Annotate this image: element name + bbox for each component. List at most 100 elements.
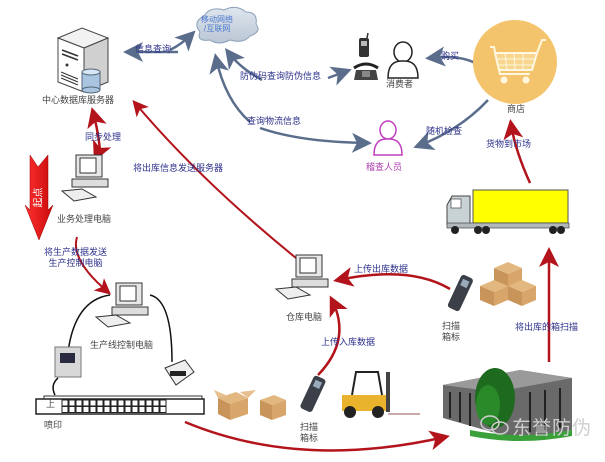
forklift-icon [342,371,420,418]
conveyor-cell [82,399,90,407]
inspector-label: 稽查人员 [366,163,403,173]
mobile-phone-icon [359,32,369,57]
inspector-icon [373,120,403,156]
consumer-icon [387,41,419,79]
business-pc-label: 业务处理电脑 [57,215,112,225]
conveyor-cell [89,406,97,413]
business-pc-icon [60,154,109,202]
mobile-network-label: 移动网络 /互联网 [201,15,233,33]
consumer-label: 消费者 [386,80,414,90]
arrow-info-query-to-cloud [169,30,196,52]
conveyor-cell [124,406,132,413]
conveyor-cell [159,399,167,407]
arrow-send-outbound-info [132,99,297,259]
conveyor-cell [145,406,153,413]
arrow-sync [87,107,107,151]
conveyor-cell [103,406,111,413]
conveyor-cell [152,399,160,407]
conveyor-mark: 上 [46,400,56,410]
anti-fake-query-label: 防伪码查询防伪信息 [240,72,322,82]
conveyor-cell [124,399,132,407]
send-production-data-line-2: 生产控制电脑 [48,259,103,269]
scan-label-outbound-line-1: 扫描 [442,322,461,332]
conveyor-cell [131,399,139,407]
store-icon [473,20,557,104]
arrow-anti-fake-to-phone [327,66,352,86]
conveyor-cell [96,406,104,413]
arrow-goods-to-market [503,119,532,184]
cable-left [67,294,111,353]
conveyor-cell [152,406,160,413]
scan-label-outbound-line-2: 箱标 [442,333,461,343]
conveyor-cell [61,399,69,407]
warehouse-building-icon [443,368,572,441]
arrow-conveyor-to-warehouse [184,420,450,452]
conveyor-cell [131,406,139,413]
mobile-network-line-2: /互联网 [203,24,231,33]
conveyor-cell [96,399,104,407]
inkjet-label: 喷印 [44,421,63,431]
cable-inkjet [52,377,59,396]
conveyor-cell [159,406,167,413]
open-box-icon [214,390,256,420]
production-pc-icon [94,282,149,328]
conveyor-cell [68,406,76,413]
purchase-label: 购买 [441,52,460,62]
start-label: 起点 [33,187,45,208]
conveyor-cell [117,399,125,407]
scan-outbound-box-label: 将出库的箱扫描 [515,323,579,333]
truck-icon [446,189,570,234]
send-outbound-info-label: 将出库信息发送服务器 [133,164,224,174]
blue-arrows [123,30,489,153]
arrow-send-production-data [75,236,112,295]
conveyor-cell [117,406,125,413]
arrow-upload-inbound [317,295,348,376]
scanner-icon-inbound [300,375,326,412]
arrow-random-check [413,99,489,151]
send-production-data-line-1: 将生产数据发送 [44,248,108,258]
conveyor-belt-icon [35,395,205,415]
label-printer-icon [164,359,195,386]
conveyor-cell [82,406,90,413]
scan-label-outbound: 扫描 箱标 [442,322,460,344]
cloud-icon [196,6,259,44]
cable-right [149,294,173,363]
red-arrows [75,99,559,452]
scan-label-inbound-line-1: 扫描 [300,423,319,433]
arrow-purchase [425,46,476,67]
database-icon [81,68,101,94]
scan-label-inbound-line-2: 箱标 [300,434,319,444]
box-stack-icon [480,262,536,306]
info-query-label: 信息查询 [135,45,172,55]
conveyor-cell [61,406,69,413]
upload-inbound-label: 上传入库数据 [321,338,376,348]
arrow-upload-outbound [333,267,451,291]
conveyor-cell [145,399,153,407]
random-check-label: 随机检查 [426,127,463,137]
conveyor-cell [75,406,83,413]
conveyor-cell [110,406,118,413]
server-icon [56,27,110,93]
watermark-text: 东誉防伪 [512,417,593,439]
start-arrow-icon [24,154,54,241]
scanner-icon-outbound [447,274,473,312]
conveyor-cell [110,399,118,407]
warehouse-pc-label: 仓库电脑 [286,313,323,323]
arrow-logistics-to-inspector [259,126,372,153]
conveyor-cell [103,399,111,407]
arrow-logistics-to-cloud [209,53,251,123]
conveyor-cell [75,399,83,407]
mobile-network-line-1: 移动网络 [201,15,233,24]
store-label: 商店 [507,105,526,115]
central-server-label: 中心数据库服务器 [42,96,115,106]
scan-label-inbound: 扫描 箱标 [300,423,318,445]
conveyor-cell [138,406,146,413]
arrow-anti-fake-to-cloud [224,48,263,82]
production-pc-label: 生产线控制电脑 [90,341,154,351]
sync-label: 同步处理 [85,133,122,143]
conveyor-cell [138,399,146,407]
telephone-icon [353,62,379,80]
logistics-query-label: 查询物流信息 [247,117,302,127]
closed-box-icon [260,395,286,420]
